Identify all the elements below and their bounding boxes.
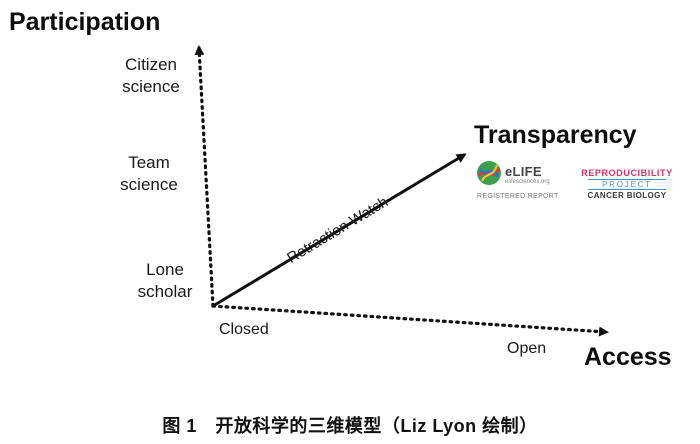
access-open-label: Open — [507, 340, 547, 357]
participation-level-team-science: Team science — [106, 152, 192, 196]
reproducibility-project-logo: REPRODUCIBILITY PROJECT CANCER BIOLOGY — [570, 168, 684, 204]
project-text: PROJECT — [588, 179, 666, 190]
level-line: scholar — [137, 282, 193, 301]
cancer-biology-text: CANCER BIOLOGY — [587, 191, 667, 200]
elife-name: eLIFE — [505, 164, 542, 179]
participation-level-lone-scholar: Lone scholar — [122, 259, 208, 303]
level-line: Team — [128, 153, 170, 172]
participation-axis-title: Participation — [9, 8, 161, 36]
access-axis-title: Access — [584, 343, 672, 371]
three-dimension-diagram: Retraction Watch — [194, 45, 609, 337]
level-line: science — [120, 175, 178, 194]
participation-level-citizen-science: Citizen science — [108, 54, 194, 98]
elife-logo-icon — [477, 161, 501, 185]
retraction-watch-label: Retraction Watch — [284, 193, 391, 267]
figure-caption: 图 1 开放科学的三维模型（Liz Lyon 绘制） — [162, 416, 538, 436]
elife-logo: eLIFE elifesciences.org REGISTERED REPOR… — [474, 158, 566, 204]
elife-registered-report: REGISTERED REPORT — [477, 193, 559, 200]
level-line: Citizen — [125, 55, 177, 74]
access-closed-label: Closed — [219, 321, 269, 338]
transparency-axis — [211, 153, 467, 308]
level-line: science — [122, 77, 180, 96]
elife-site: elifesciences.org — [505, 179, 550, 185]
level-line: Lone — [146, 260, 184, 279]
reproducibility-text: REPRODUCIBILITY — [581, 168, 673, 178]
access-axis — [211, 304, 609, 337]
transparency-axis-title: Transparency — [474, 121, 637, 149]
